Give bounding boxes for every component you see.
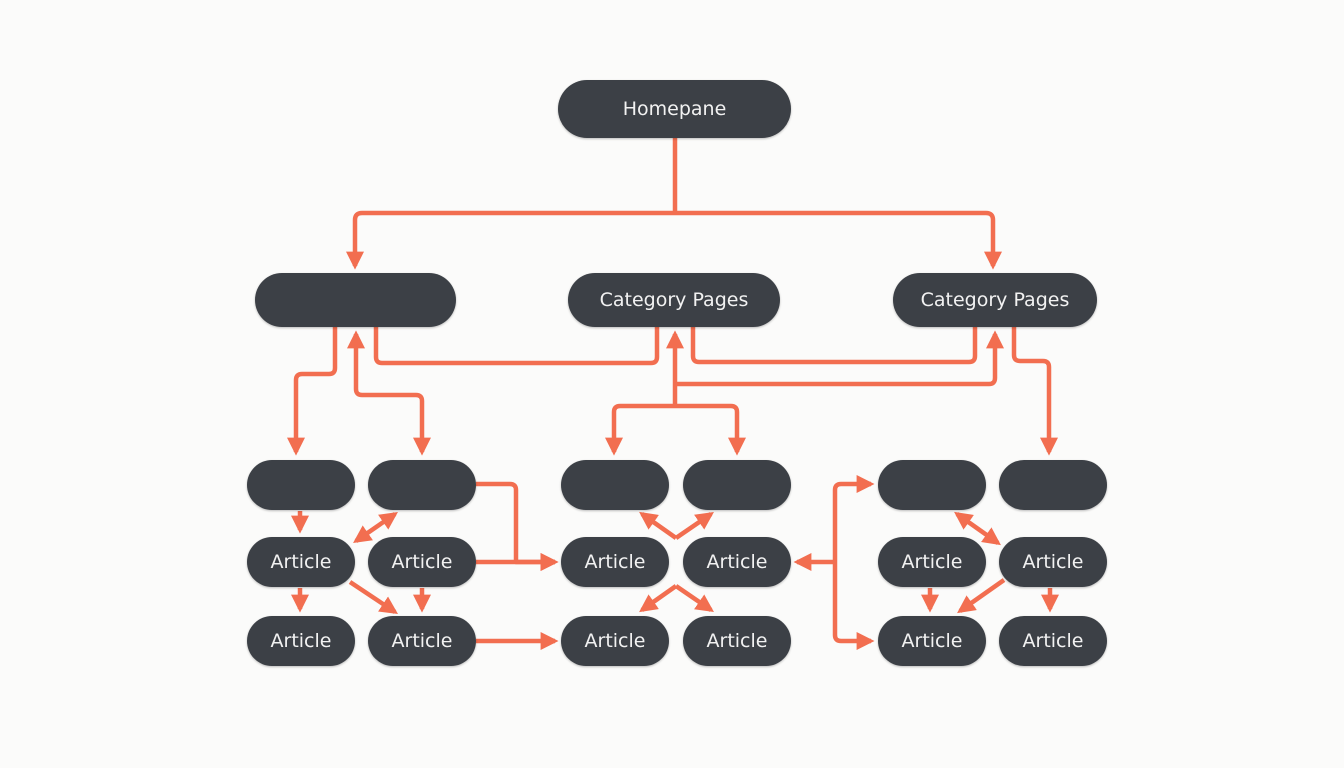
edge-category-left-to-sub-l1 [287, 327, 338, 456]
edge-art-m2a-to-sub-m1 [639, 511, 678, 540]
article-node-m1b[interactable]: Article [561, 616, 669, 666]
article-l2b-label: Article [391, 630, 453, 652]
edge-sub-l2-to-art-m1a [476, 481, 559, 571]
subpage-node-m2[interactable] [683, 460, 791, 510]
edge-category-middle-to-sub-m2 [675, 403, 746, 456]
article-r2b-label: Article [1022, 630, 1084, 652]
article-node-r1a[interactable]: Article [878, 537, 986, 587]
edge-branch-to-art-r1b [832, 562, 875, 650]
article-l1a-label: Article [270, 551, 332, 573]
edge-branch-to-sub-r1 [832, 475, 875, 562]
subpage-node-m1[interactable] [561, 460, 669, 510]
edge-root-to-category-left [346, 210, 675, 270]
edge-category-middle-to-category-right-lower [675, 330, 1004, 387]
edge-art-m2a-to-sub-m2 [674, 511, 714, 540]
edge-category-middle-to-category-right-upper [690, 327, 978, 365]
edge-sub-l2-to-category-left [347, 330, 431, 456]
article-node-m2b[interactable]: Article [683, 616, 791, 666]
edge-art-m2a-to-art-m2b [674, 584, 714, 613]
category-node-middle[interactable]: Category Pages [568, 273, 780, 327]
article-m1a-label: Article [584, 551, 646, 573]
article-node-m1a[interactable]: Article [561, 537, 669, 587]
homepage-node[interactable]: Homepane [558, 80, 791, 138]
category-middle-label: Category Pages [599, 289, 749, 311]
article-r1b-label: Article [901, 630, 963, 652]
edge-art-l1a-to-art-l2b [348, 580, 398, 614]
article-node-r2a[interactable]: Article [999, 537, 1107, 587]
subpage-node-l1[interactable] [247, 460, 355, 510]
category-node-right[interactable]: Category Pages [893, 273, 1097, 327]
article-node-r2b[interactable]: Article [999, 616, 1107, 666]
homepage-label: Homepane [622, 98, 727, 120]
article-node-m2a[interactable]: Article [683, 537, 791, 587]
article-l2a-label: Article [391, 551, 453, 573]
subpage-node-r1[interactable] [878, 460, 986, 510]
article-m2b-label: Article [706, 630, 768, 652]
article-l1b-label: Article [270, 630, 332, 652]
edge-category-right-to-sub-r2 [1011, 327, 1058, 456]
edge-category-left-to-category-middle [373, 327, 660, 366]
subpage-node-l2[interactable] [368, 460, 476, 510]
category-node-left[interactable] [255, 273, 456, 327]
edge-art-m2a-to-art-m1b [639, 584, 678, 613]
article-r2a-label: Article [1022, 551, 1084, 573]
article-node-l2a[interactable]: Article [368, 537, 476, 587]
article-node-l2b[interactable]: Article [368, 616, 476, 666]
edge-art-r2a-to-art-r1b [957, 578, 1006, 614]
edge-sub-r1-art-r2a [954, 511, 1001, 546]
article-m2a-label: Article [706, 551, 768, 573]
article-r1a-label: Article [901, 551, 963, 573]
article-node-l1b[interactable]: Article [247, 616, 355, 666]
edge-category-middle-to-sub-m1 [605, 403, 675, 456]
article-m1b-label: Article [584, 630, 646, 652]
article-node-r1b[interactable]: Article [878, 616, 986, 666]
edge-sub-l2-art-l1a [353, 511, 398, 544]
article-node-l1a[interactable]: Article [247, 537, 355, 587]
subpage-node-r2[interactable] [999, 460, 1107, 510]
edge-root-to-category-right [675, 210, 1002, 270]
category-right-label: Category Pages [920, 289, 1070, 311]
